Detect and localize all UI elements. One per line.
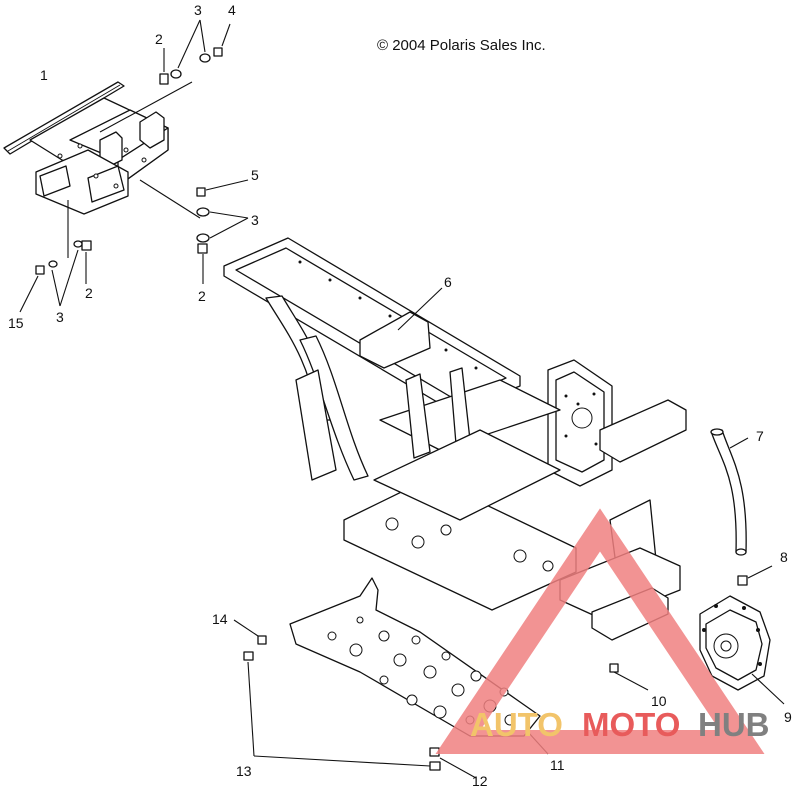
front-gearcase xyxy=(699,595,785,705)
callout-3-left: 3 xyxy=(56,309,64,325)
callout-5: 5 xyxy=(251,167,259,183)
main-frame xyxy=(223,237,687,641)
callout-8: 8 xyxy=(780,549,788,565)
callout-2-mid: 2 xyxy=(198,288,206,304)
callout-6: 6 xyxy=(444,274,452,290)
callout-15: 15 xyxy=(8,315,24,331)
watermark-auto: AUTO xyxy=(470,706,563,743)
front-rack-assembly xyxy=(3,81,201,258)
callout-2-left: 2 xyxy=(85,285,93,301)
callout-1: 1 xyxy=(40,67,48,83)
callout-11: 11 xyxy=(550,757,565,773)
vent-hose xyxy=(710,428,749,556)
callout-9: 9 xyxy=(784,709,792,725)
callout-10: 10 xyxy=(651,693,667,709)
callout-12: 12 xyxy=(472,773,488,786)
callout-3-top: 3 xyxy=(194,2,202,18)
watermark-logo: AUTO MOTO HUB xyxy=(435,508,770,754)
callout-14: 14 xyxy=(212,611,228,627)
callout-2-top: 2 xyxy=(155,31,163,47)
callout-13: 13 xyxy=(236,763,252,779)
hardware-items xyxy=(35,47,748,771)
leader-lines xyxy=(19,19,773,779)
callout-7: 7 xyxy=(756,428,764,444)
callout-4: 4 xyxy=(228,2,236,18)
callout-labels: 1 2 3 4 5 3 2 15 3 2 6 7 8 9 10 11 12 13… xyxy=(8,2,792,786)
watermark-hub: HUB xyxy=(698,706,770,743)
callout-3-mid: 3 xyxy=(251,212,259,228)
copyright-text: © 2004 Polaris Sales Inc. xyxy=(377,37,546,54)
watermark-moto: MOTO xyxy=(582,706,680,743)
